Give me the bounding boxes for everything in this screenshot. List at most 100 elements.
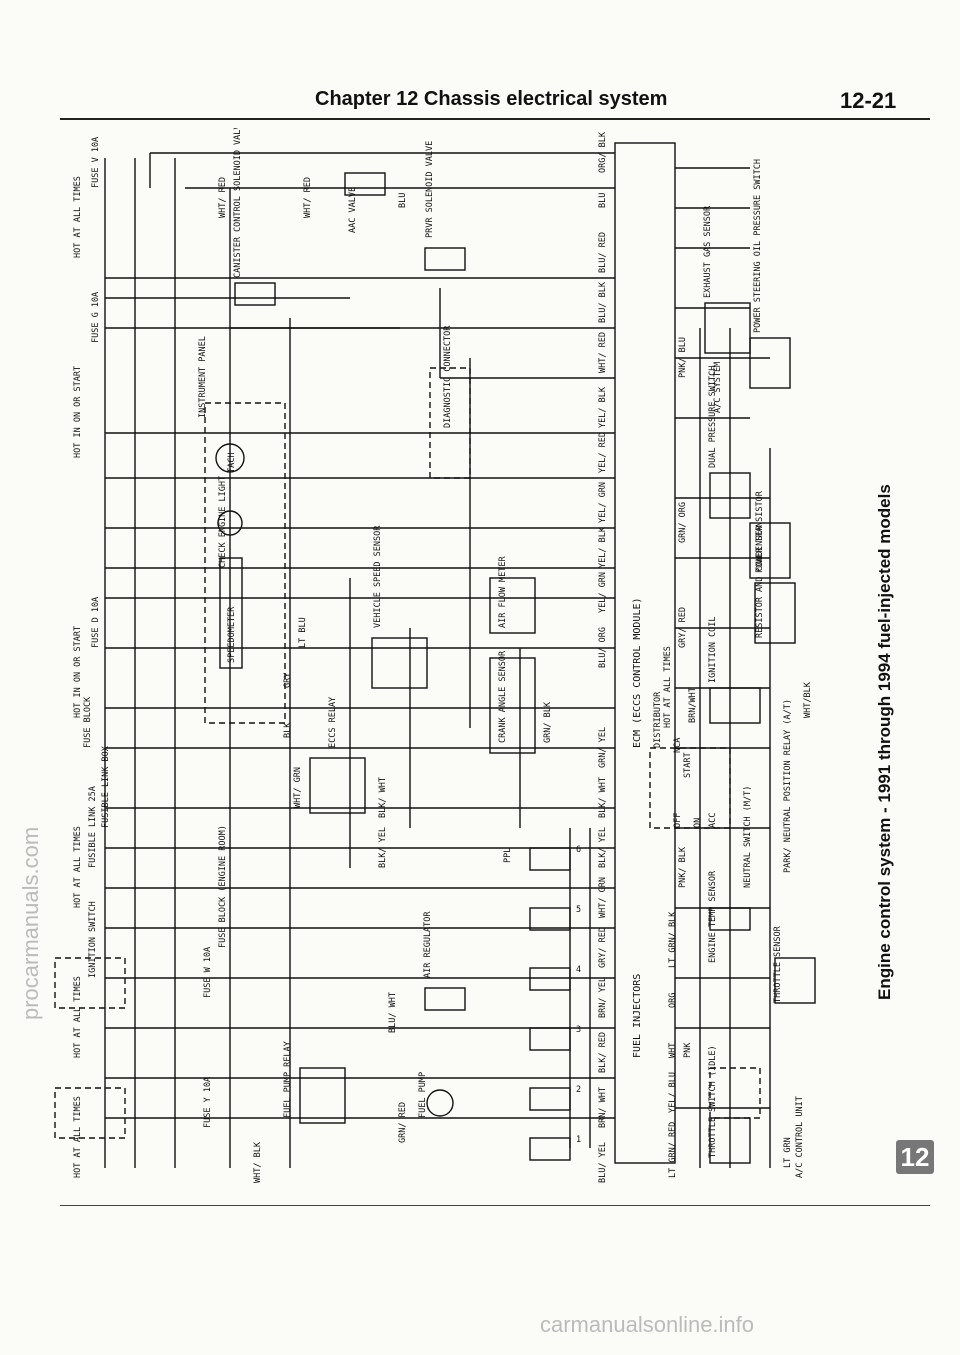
aac-valve-label: AAC VALVE	[348, 187, 358, 233]
distributor-label: DISTRIBUTOR	[653, 691, 663, 748]
wire-wht-blk-2: WHT/BLK	[803, 681, 813, 718]
wire-org: ORG	[668, 993, 678, 1008]
wire-blu-red: BLU/ RED	[598, 232, 608, 273]
fuse-y-label: FUSE Y 10A	[203, 1077, 213, 1128]
wire-yel-grn-2: YEL/ GRN	[598, 572, 608, 613]
speedometer-label: SPEEDOMETER	[227, 606, 237, 663]
figure-caption: Engine control system - 1991 through 199…	[875, 484, 894, 1000]
wire-gry-red-2: GRY/ RED	[678, 607, 688, 648]
wire-wht-red-2: WHT/ RED	[303, 177, 313, 218]
wire-lt-grn-red: LT GRN/ RED	[668, 1122, 678, 1178]
crank-angle-label: CRANK ANGLE SENSOR	[498, 650, 508, 743]
hot-label-1: HOT AT ALL TIMES	[73, 176, 83, 258]
injector-number: 3	[576, 1025, 581, 1035]
hot-label-5: HOT AT ALL TIMES	[73, 976, 83, 1058]
hot-label-2: HOT IN ON OR START	[73, 366, 83, 458]
wire-org-blk: ORG/ BLK	[598, 131, 608, 173]
wire-pnk: PNK	[683, 1042, 693, 1058]
eccs-relay-label: ECCS RELAY	[328, 697, 338, 748]
start-label: START	[683, 752, 693, 778]
wire-blu-1: BLU	[398, 193, 408, 208]
wire-wht-blk: WHT/ BLK	[253, 1141, 263, 1183]
hot-label-6: HOT AT ALL TIMES	[73, 1096, 83, 1178]
wire-grn-org: GRN/ ORG	[678, 502, 688, 543]
hot-label-3: HOT IN ON OR START	[73, 626, 83, 718]
tach-label: TACH	[227, 453, 237, 473]
vehicle-speed-label: VEHICLE SPEED SENSOR	[373, 525, 383, 628]
instrument-panel-label: INSTRUMENT PANEL	[198, 336, 208, 418]
fusible-link-label: FUSIBLE LINK 25A	[88, 786, 98, 868]
ignition-switch-label: IGNITION SWITCH	[88, 901, 98, 978]
power-steering-label: POWER STEERING OIL PRESSURE SWITCH	[753, 159, 763, 333]
fuel-injectors-label: FUEL INJECTORS	[632, 974, 643, 1058]
wire-lt-blu: LT BLU	[298, 617, 308, 648]
wiring-diagram: HOT AT ALL TIMES HOT IN ON OR START HOT …	[54, 128, 816, 1183]
injector-number: 5	[576, 905, 581, 915]
ignition-coil-label: IGNITION COIL	[708, 616, 718, 683]
throttle-switch-label: THROTTLE SWITCH (IDLE)	[708, 1045, 718, 1158]
fuse-w-label: FUSE W 10A	[203, 947, 213, 998]
diagnostic-label: DIAGNOSTIC CONNECTOR	[443, 325, 453, 428]
wire-grn-red: GRN/ RED	[398, 1102, 408, 1143]
footer-rule	[60, 1205, 930, 1206]
wire-lt-grn-blk: LT GRN/ BLK	[668, 911, 678, 968]
fuse-v-label: FUSE V 10A	[91, 137, 101, 188]
wire-blk-wht-2: BLK/ WHT	[598, 777, 608, 818]
wire-wht-red-3: WHT/ RED	[598, 332, 608, 373]
wire-blk-red: BLK/ RED	[598, 1032, 608, 1073]
wire-blu-wht: BLU/ WHT	[388, 992, 398, 1033]
wire-yel-red: YEL/ RED	[598, 432, 608, 473]
wire-grn-yel: GRN/ YEL	[598, 727, 608, 768]
injector-number: 2	[576, 1085, 581, 1095]
ecm-label: ECM (ECCS CONTROL MODULE)	[632, 597, 643, 748]
check-engine-label: CHECK ENGINE LIGHT	[218, 476, 228, 568]
resistor-label: RESISTOR AND CONDENSER	[755, 525, 765, 638]
wire-blu-2: BLU	[598, 193, 608, 208]
exhaust-sensor-label: EXHAUST GAS SENSOR	[703, 205, 713, 298]
injector-number: 6	[576, 845, 581, 855]
air-regulator-label: AIR REGULATOR	[423, 911, 433, 978]
wire-yel-blk-2: YEL/ BLK	[598, 526, 608, 568]
park-neutral-label: PARK/ NEUTRAL POSITION RELAY (A/T)	[783, 699, 793, 873]
wire-wht: WHT	[668, 1043, 678, 1058]
wire-wht-grn-2: WHT/ GRN	[598, 877, 608, 918]
wire-blu-org: BLU/ ORG	[598, 627, 608, 668]
chapter-tab: 12	[896, 1140, 934, 1174]
wire-wht-red-1: WHT/ RED	[218, 177, 228, 218]
power-transistor-label: POWER TRANSISTOR	[755, 490, 765, 573]
canister-label: CANISTER CONTROL SOLENOID VALVE	[233, 128, 243, 278]
hot-label-7: HOT AT ALL TIMES	[663, 646, 673, 728]
injector-number: 4	[576, 965, 581, 975]
wire-wht-grn-1: WHT/ GRN	[293, 767, 303, 808]
wire-blk-yel-1: BLK/ YEL	[378, 827, 388, 868]
wire-yel-blu: YEL/ BLU	[668, 1072, 678, 1113]
ppl-label: PPL	[503, 848, 513, 863]
wire-lt-grn: LT GRN	[783, 1137, 793, 1168]
fuse-block-label: FUSE BLOCK	[83, 696, 93, 748]
wire-blk-1: BLK	[283, 722, 293, 738]
ac-control-label: A/C CONTROL UNIT	[795, 1096, 805, 1178]
nca-label: NCA	[673, 738, 683, 753]
wire-pnk-blu: PNK/ BLU	[678, 337, 688, 378]
acc-label: ACC	[708, 813, 718, 828]
on-label: ON	[693, 818, 703, 828]
fuse-d-label: FUSE D 10A	[91, 597, 101, 648]
fuel-pump-relay-label: FUEL PUMP RELAY	[283, 1041, 293, 1118]
wire-blk-wht-1: BLK/ WHT	[378, 777, 388, 818]
wire-brn-yel: BRN/ YEL	[598, 977, 608, 1018]
fuel-pump-label: FUEL PUMP	[418, 1072, 428, 1118]
fuse-block-engine-label: FUSE BLOCK (ENGINE ROOM)	[218, 825, 228, 948]
fuse-g-label: FUSE G 10A	[91, 292, 101, 343]
wire-gry: GRY	[283, 673, 293, 688]
wire-brn-wht: BRN/ WHT	[598, 1087, 608, 1128]
header-rule	[60, 118, 930, 120]
wire-grn-blk: GRN/ BLK	[543, 701, 553, 743]
throttle-sensor-label: THROTTLE SENSOR	[773, 925, 783, 1003]
wire-blu-yel: BLU/ YEL	[598, 1142, 608, 1183]
prvr-valve-label: PRVR SOLENOID VALVE	[425, 141, 435, 238]
wire-gry-red: GRY/ RED	[598, 927, 608, 968]
wire-pnk-blk: PNK/ BLK	[678, 846, 688, 888]
hot-label-4: HOT AT ALL TIMES	[73, 826, 83, 908]
off-label: OFF	[673, 813, 683, 828]
watermark-bottom: carmanualsonline.info	[540, 1312, 755, 1337]
